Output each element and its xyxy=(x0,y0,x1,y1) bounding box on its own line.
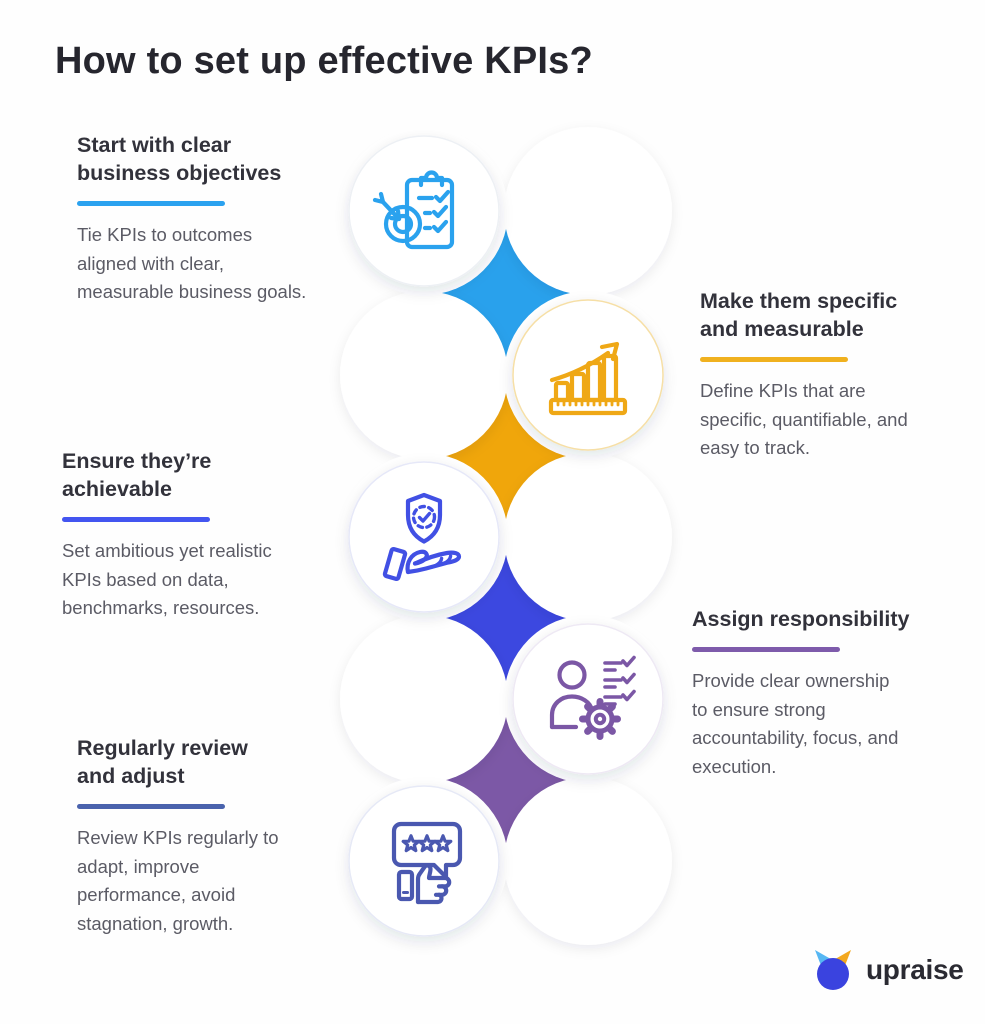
ghost-circles xyxy=(340,127,672,945)
step-block-1: Start with clear business objectives Tie… xyxy=(77,132,306,307)
target-clipboard-icon xyxy=(372,170,455,250)
step-underline xyxy=(77,200,225,206)
step-block-2: Make them specific and measurable Define… xyxy=(700,288,908,463)
shield-hand-icon xyxy=(382,492,462,582)
upraise-logo-mark xyxy=(815,950,851,990)
node-circle-3 xyxy=(348,461,500,613)
growth-chart-icon xyxy=(548,341,628,416)
step-body: Tie KPIs to outcomes aligned with clear,… xyxy=(77,223,307,303)
step-body: Provide clear ownership to ensure strong… xyxy=(692,669,899,777)
step-body: Review KPIs regularly to adapt, improve … xyxy=(77,826,279,934)
upraise-wordmark: upraise xyxy=(866,954,964,985)
node-circle-5 xyxy=(348,785,500,937)
step-title: Assign responsibility xyxy=(692,607,910,631)
step-title: Make them specific and measurable xyxy=(700,289,898,341)
step-underline xyxy=(77,803,225,809)
step-block-3: Ensure they’re achievable Set ambitious … xyxy=(62,448,272,623)
step-title: Start with clear business objectives xyxy=(77,133,282,185)
step-title: Regularly review and adjust xyxy=(77,736,248,788)
step-title: Ensure they’re achievable xyxy=(62,449,212,501)
node-circle-1 xyxy=(348,135,500,287)
stars-thumbs-up-icon xyxy=(391,821,463,905)
step-body: Set ambitious yet realistic KPIs based o… xyxy=(62,539,272,619)
node-circle-4 xyxy=(512,623,664,775)
step-block-4: Assign responsibility Provide clear owne… xyxy=(692,606,909,782)
step-underline xyxy=(700,356,848,362)
step-block-5: Regularly review and adjust Review KPIs … xyxy=(77,735,279,939)
step-underline xyxy=(62,516,210,522)
step-body: Define KPIs that are specific, quantifia… xyxy=(700,379,908,459)
brand-logo: upraise xyxy=(810,948,964,992)
step-underline xyxy=(692,646,840,652)
person-gear-checklist-icon xyxy=(549,655,636,740)
page-title: How to set up effective KPIs? xyxy=(55,40,593,82)
